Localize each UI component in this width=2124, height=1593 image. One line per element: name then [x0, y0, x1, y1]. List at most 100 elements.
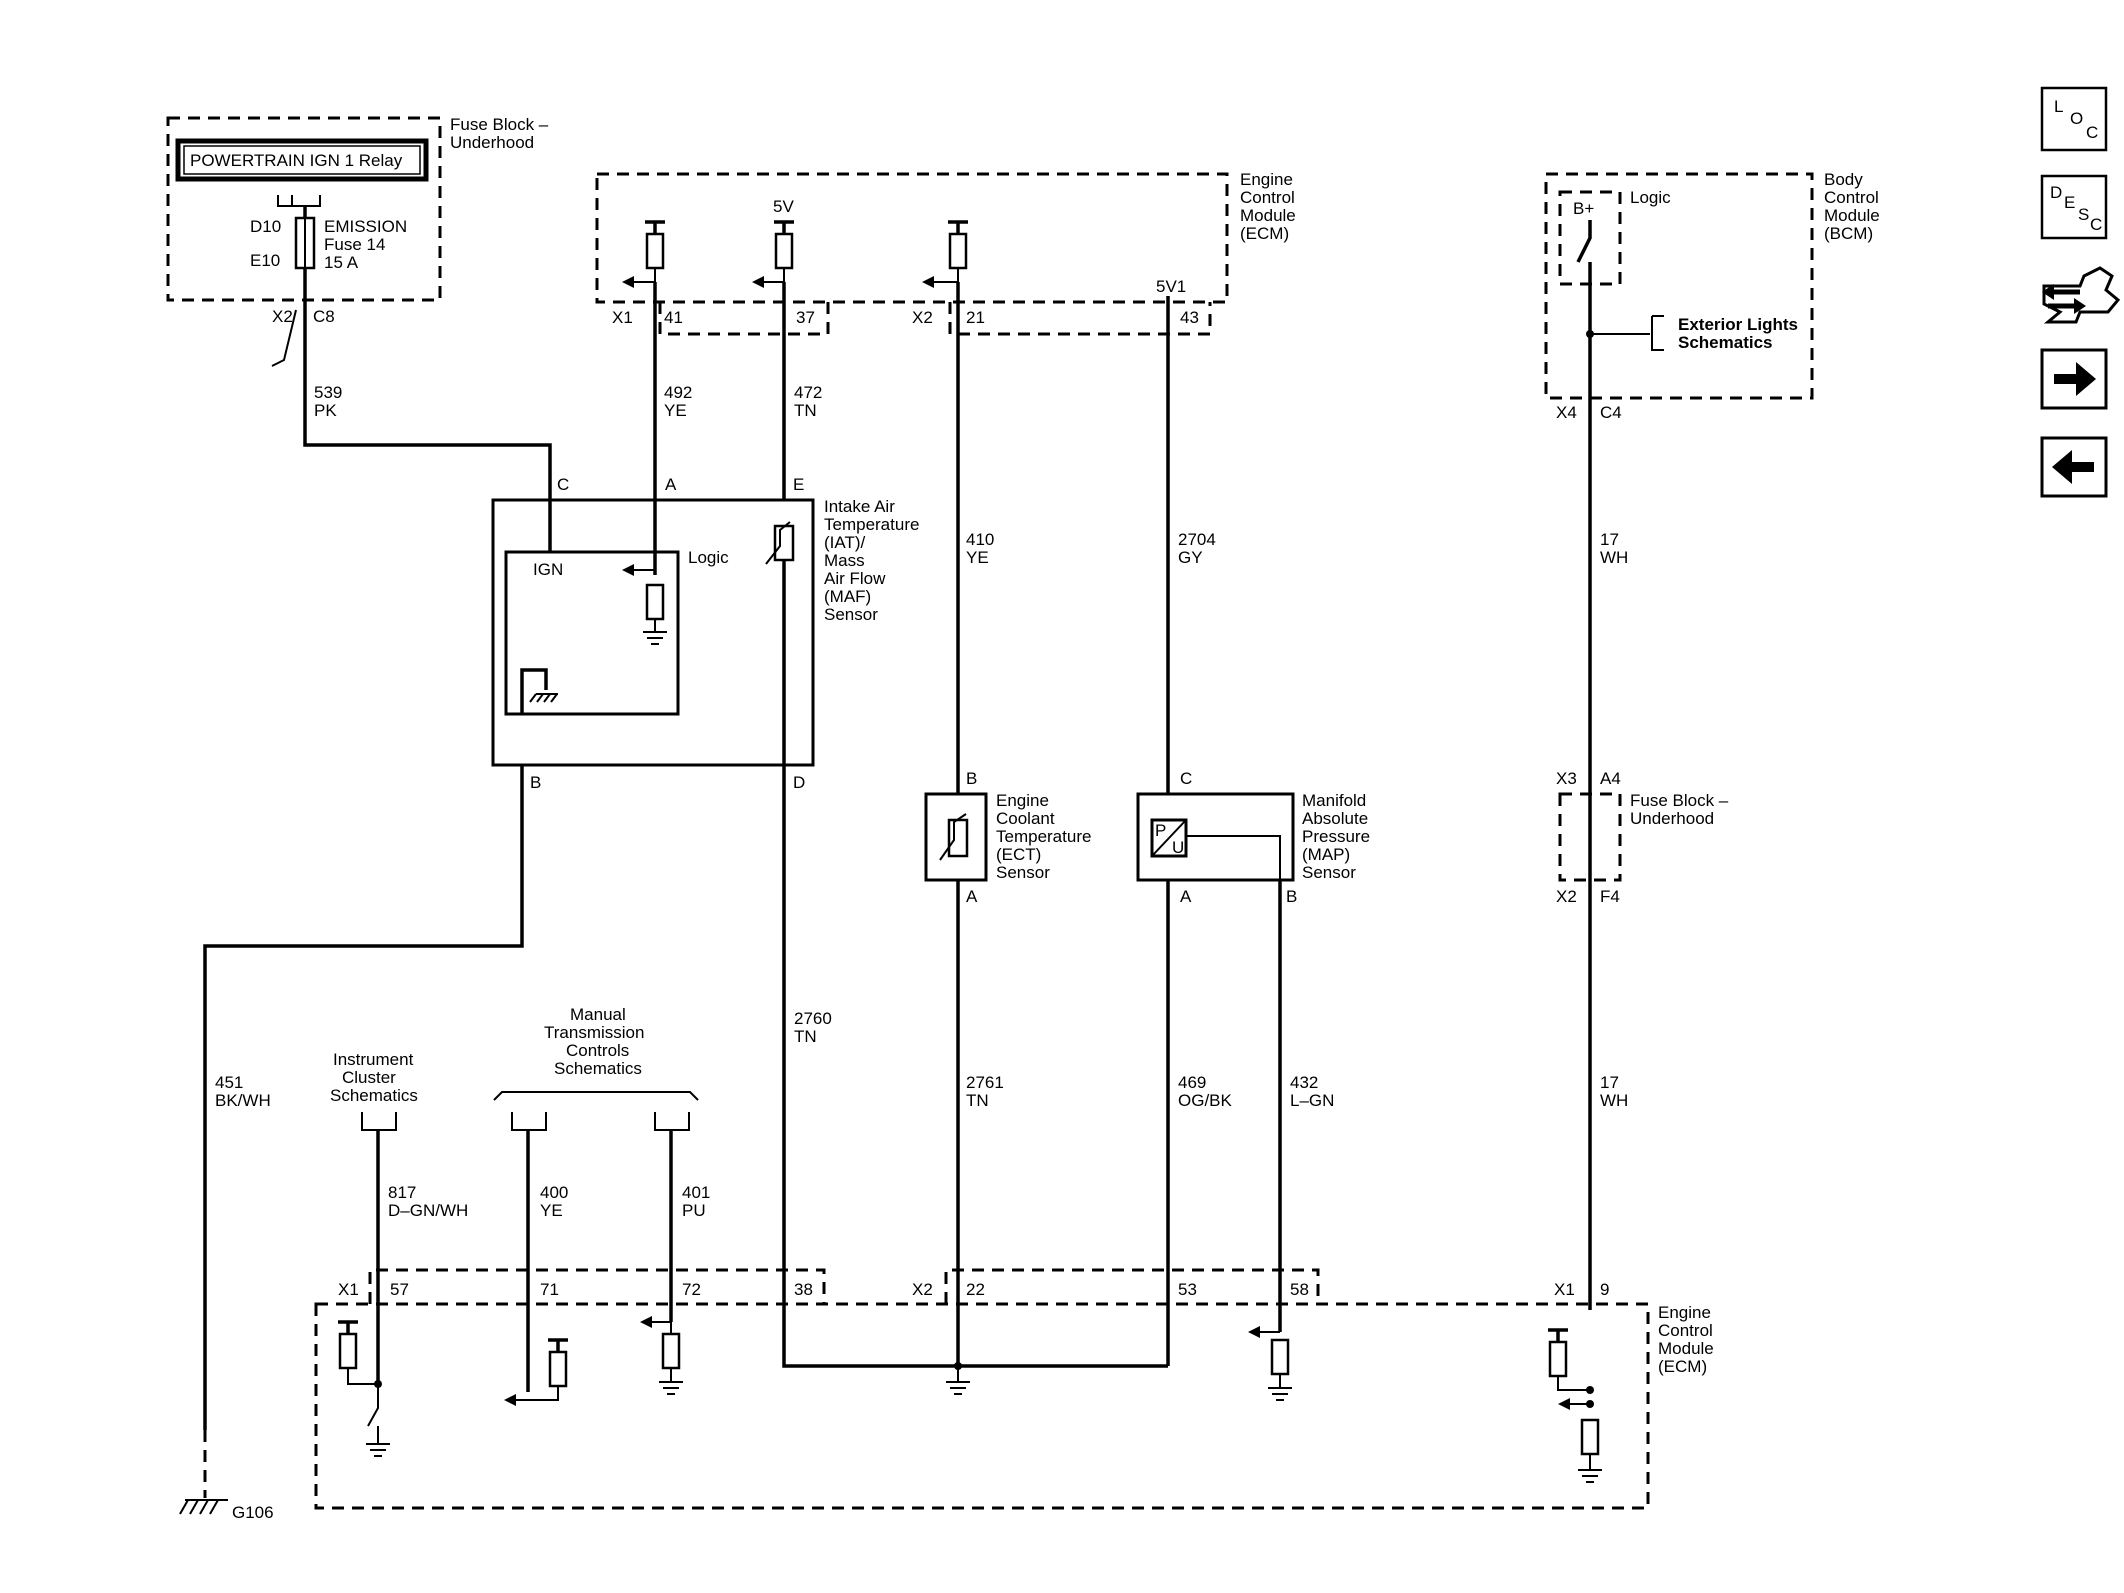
wire-492-color: YE	[664, 401, 687, 420]
ecm-top-x1: X1	[612, 308, 633, 327]
wire-410-color: YE	[966, 548, 989, 567]
prev-arrow-button[interactable]	[2040, 436, 2108, 498]
wire-2761-color: TN	[966, 1091, 989, 1110]
right-arrow-icon	[2054, 362, 2096, 396]
wire-410-num: 410	[966, 530, 994, 549]
left-arrow-icon	[2052, 450, 2094, 484]
ecm-top-x2: X2	[912, 308, 933, 327]
ecm-bot-pin-58: 58	[1290, 1280, 1309, 1299]
wire-451-color: BK/WH	[215, 1091, 271, 1110]
ect-title-4: (ECT)	[996, 845, 1041, 864]
ecm-bot-pin-9: 9	[1600, 1280, 1609, 1299]
wire-539	[303, 300, 552, 500]
maf-pin-b: B	[530, 773, 541, 792]
ext-lights-ref-2: Schematics	[1678, 333, 1773, 352]
map-title-1: Manifold	[1302, 791, 1366, 810]
maf-pin-d: D	[793, 773, 805, 792]
fuse-label-3: 15 A	[324, 253, 359, 272]
wire-401-num: 401	[682, 1183, 710, 1202]
wire-451	[203, 765, 524, 1430]
bcm-bplus-label: B+	[1573, 199, 1594, 218]
ecm-top-pin-21: 21	[966, 308, 985, 327]
conn-x2: X2	[272, 307, 293, 326]
diagnostic-hand-tool-icon[interactable]	[2042, 266, 2121, 324]
maf-logic-label: Logic	[688, 548, 729, 567]
map-title-3: Pressure	[1302, 827, 1370, 846]
wire-469-num: 469	[1178, 1073, 1206, 1092]
wire-17-color: WH	[1600, 548, 1628, 567]
maf-title-6: (MAF)	[824, 587, 871, 606]
wire-472-color: TN	[794, 401, 817, 420]
map-sensor: C A B P U Manifold Absolute Pressure (MA…	[1136, 769, 1370, 906]
body-control-module: Body Control Module (BCM) Logic B+ Exter…	[1544, 170, 1880, 422]
fb-mid-x3: X3	[1556, 769, 1577, 788]
fuse-pin-d10: D10	[250, 217, 281, 236]
ecm-top-title-3: Module	[1240, 206, 1296, 225]
ecm-bot-title-3: Module	[1658, 1339, 1714, 1358]
ecm-bot-x1b: X1	[1554, 1280, 1575, 1299]
bcm-title-3: Module	[1824, 206, 1880, 225]
iat-maf-sensor: C A E B D IGN Logic Intake Air Temperatu…	[491, 475, 919, 792]
nav-loc-button[interactable]: L O C	[2040, 86, 2108, 152]
mt-ref-2: Transmission	[544, 1023, 644, 1042]
wire-17-num: 17	[1600, 530, 1619, 549]
wire-401-color: PU	[682, 1201, 706, 1220]
ect-title-1: Engine	[996, 791, 1049, 810]
ipc-ref-3: Schematics	[330, 1086, 418, 1105]
maf-title-7: Sensor	[824, 605, 878, 624]
ecm-top-pin-37: 37	[796, 308, 815, 327]
fuse-block-underhood-top: Fuse Block – Underhood POWERTRAIN IGN 1 …	[166, 115, 549, 367]
map-title-4: (MAP)	[1302, 845, 1350, 864]
pin-c8: C8	[313, 307, 335, 326]
ecm-top-pin-43: 43	[1180, 308, 1199, 327]
wire-469-color: OG/BK	[1178, 1091, 1233, 1110]
loc-o: O	[2070, 109, 2083, 128]
fb-mid-f4: F4	[1600, 887, 1620, 906]
ecm-bot-title-4: (ECM)	[1658, 1357, 1707, 1376]
wire-539-color: PK	[314, 401, 337, 420]
ecm-top: Engine Control Module (ECM) 5V 5V1 X1 41…	[595, 170, 1296, 336]
wire-17b-num: 17	[1600, 1073, 1619, 1092]
wire-472-num: 472	[794, 383, 822, 402]
ecm-5v-label: 5V	[773, 197, 794, 216]
loc-c: C	[2086, 123, 2098, 142]
maf-title-4: Mass	[824, 551, 865, 570]
ect-title-5: Sensor	[996, 863, 1050, 882]
wire-2704-num: 2704	[1178, 530, 1216, 549]
ecm-bot-pin-72: 72	[682, 1280, 701, 1299]
map-p-label: P	[1155, 821, 1166, 840]
ecm-bot-pin-22: 22	[966, 1280, 985, 1299]
map-pin-b: B	[1286, 887, 1297, 906]
wire-432-color: L–GN	[1290, 1091, 1334, 1110]
ecm-bottom: Engine Control Module (ECM) X1 57 71 72 …	[314, 1268, 1714, 1510]
instrument-cluster-ref: Instrument Cluster Schematics	[330, 1050, 418, 1131]
maf-title-1: Intake Air	[824, 497, 895, 516]
fuse-block-underhood-mid: X3 A4 X2 F4 Fuse Block – Underhood	[1556, 769, 1729, 906]
ect-pin-a: A	[966, 887, 978, 906]
wire-2704-color: GY	[1178, 548, 1203, 567]
desc-c: C	[2090, 215, 2102, 234]
fb-mid-title-2: Underhood	[1630, 809, 1714, 828]
map-pin-a: A	[1180, 887, 1192, 906]
manual-transmission-ref: Manual Transmission Controls Schematics	[493, 1005, 699, 1131]
wire-2760-color: TN	[794, 1027, 817, 1046]
mt-ref-1: Manual	[570, 1005, 626, 1024]
desc-e: E	[2064, 193, 2075, 212]
ecm-bot-title-1: Engine	[1658, 1303, 1711, 1322]
maf-title-5: Air Flow	[824, 569, 886, 588]
map-u-label: U	[1172, 838, 1184, 857]
nav-desc-button[interactable]: D E S C	[2040, 174, 2108, 240]
ect-title-3: Temperature	[996, 827, 1091, 846]
wire-400-num: 400	[540, 1183, 568, 1202]
bcm-logic-label: Logic	[1630, 188, 1671, 207]
next-arrow-button[interactable]	[2040, 348, 2108, 410]
wire-539-num: 539	[314, 383, 342, 402]
ecm-bot-title-2: Control	[1658, 1321, 1713, 1340]
ect-title-2: Coolant	[996, 809, 1055, 828]
wire-451-num: 451	[215, 1073, 243, 1092]
fuse-block-title-1: Fuse Block –	[450, 115, 549, 134]
bcm-pin-c4: C4	[1600, 403, 1622, 422]
ecm-top-pin-41: 41	[664, 308, 683, 327]
ect-pin-b: B	[966, 769, 977, 788]
